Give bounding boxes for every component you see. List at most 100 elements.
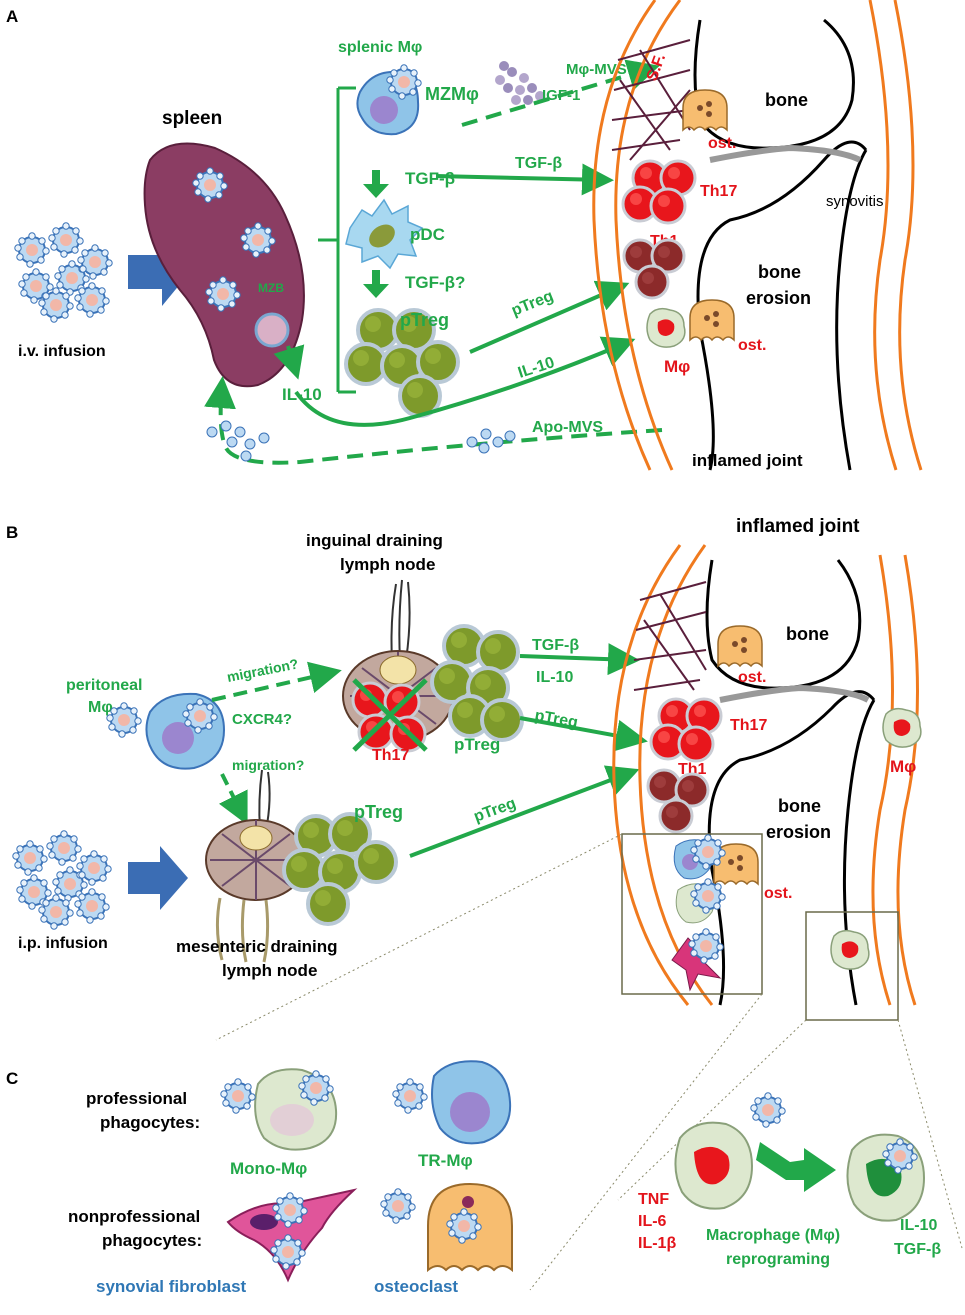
mphi-cell-b [882,707,922,748]
tgfb-label-c: TGF-β [894,1241,941,1258]
bone-label-b: bone [786,624,829,644]
pdc-label: pDC [410,225,445,244]
th1-cluster-b [646,768,710,834]
ptreg-arrow-b2 [409,765,640,858]
inguinal-label-2: lymph node [340,555,435,574]
osteoclast-b-top [717,625,763,667]
mvs-arrow [461,59,660,127]
joint-b [612,544,919,1006]
il1b-label: IL-1β [638,1235,676,1252]
fibroblast-apoptotic-cell-2 [269,1233,307,1271]
synovial-fibroblast-label: synovial fibroblast [96,1277,247,1296]
mesenteric-lymph-node [205,769,307,963]
apo-mvs-label: Apo-MVS [532,419,603,436]
ptreg-arrow-label-b2: pTreg [472,795,519,826]
bone-erosion-label-b1: bone [778,796,821,816]
mesenteric-label-2: lymph node [222,961,317,980]
il10-spleen-label: IL-10 [282,385,322,404]
tgfb-label-1: TGF-β [405,169,455,188]
inflamed-joint-label-b: inflamed joint [736,516,860,537]
ptreg-cluster-mesenteric [282,812,398,926]
tgfb-q-label: TGF-β? [405,273,465,292]
proinflammatory-mphi-cell [674,1121,754,1210]
apo-mvs-arrow [204,376,663,465]
tr-mphi-label: TR-Mφ [418,1151,473,1170]
reprograming-arrow [756,1142,836,1192]
tgfb-label-b: TGF-β [532,637,579,654]
tr-mphi-apoptotic-cell [391,1077,429,1115]
tgfb-arrow-to-joint [435,163,614,196]
nonprofessional-label-1: nonprofessional [68,1207,200,1226]
mzb-cell [254,312,290,348]
peritoneal-apoptotic-cell [105,701,143,739]
osteoclast-a-top [682,89,728,131]
mono-mphi-cell [254,1068,338,1151]
bone-erosion-label-a1: bone [758,262,801,282]
cxcr4-label: CXCR4? [232,711,292,728]
inflamed-joint-label-a: inflamed joint [692,451,803,470]
migration-label-2: migration? [232,757,304,773]
igf1-label: IGF-1 [542,87,580,104]
ost-label-b1: ost. [738,669,766,686]
mvs-vesicles [495,61,545,105]
zoom-box-left-cells [671,833,727,992]
reprograming-label-1: Macrophage (Mφ) [706,1227,840,1244]
th17-label-a: Th17 [700,183,737,200]
peritoneal-mphi-cell [145,692,226,770]
apo-mvs-vesicles-right [466,428,516,454]
splenic-bracket [318,86,356,394]
tnf-label: TNF [638,1191,669,1208]
mzb-il10-arrow [273,344,305,380]
ptreg-arrow-label-b1: pTreg [533,707,579,731]
mphi-mvs-label: Mφ-MVS [566,61,627,78]
mphi-label-b: Mφ [890,757,916,776]
inguinal-label-1: inguinal draining [306,531,443,550]
il10-arrow-to-joint [294,336,636,427]
th17-cluster-a [621,159,697,225]
tgfb-down-arrowhead-2 [363,284,389,298]
zoom-box-right-mphi [830,929,870,970]
th17-cluster-b [649,697,723,763]
mzb-label: MZB [258,281,284,295]
tr-mphi-cell [431,1060,512,1145]
apo-mvs-vesicles-left [206,420,270,462]
ptreg-label-a: pTreg [400,310,449,330]
splenic-mphi-label: splenic Mφ [338,39,422,56]
tgfb-down-arrowhead-1 [363,184,389,198]
ptreg-cluster-node [430,624,524,742]
peritoneal-label-1: peritoneal [66,677,142,694]
reprogrammed-mphi-cell [846,1133,926,1222]
peritoneal-label-2: Mφ [88,699,113,716]
professional-label-1: professional [86,1089,187,1108]
spleen-organ [143,142,305,388]
th17-cross-mark [352,678,428,752]
mesenteric-label-1: mesenteric draining [176,937,338,956]
mphi-cell-a [646,307,686,348]
th17-label-b: Th17 [730,717,767,734]
spleen-label: spleen [162,108,222,129]
ptreg-mes-label: pTreg [354,802,403,822]
osteoclast-c-cell [427,1182,513,1273]
osteoclast-apoptotic-cell [379,1187,417,1225]
iv-infusion-cell-cluster [13,221,114,324]
tgfb-arrow-label: TGF-β [515,155,562,172]
reprograming-apoptotic-cell [749,1091,787,1129]
panel-b-label: B [6,523,18,542]
bone-label-a: bone [765,90,808,110]
panel-a-label: A [6,7,18,26]
synovitis-label: synovitis [826,193,884,210]
ost-label-b2: ost. [764,885,792,902]
ptreg-arrow-b1 [519,716,648,752]
pdc-cell [345,198,424,270]
th17-node-label: Th17 [372,747,409,764]
osteoclast-a-bottom [689,299,735,341]
osteoclast-label: osteoclast [374,1277,458,1296]
tgfb-il10-arrow-b [519,643,640,676]
ost-label-a2: ost. [738,337,766,354]
il10-label-c: IL-10 [900,1217,937,1234]
mzmphi-label: MZMφ [425,84,479,104]
migration-arrow-2 [218,773,248,826]
il10-label-b: IL-10 [536,669,573,686]
zoom-box-left [621,833,763,995]
